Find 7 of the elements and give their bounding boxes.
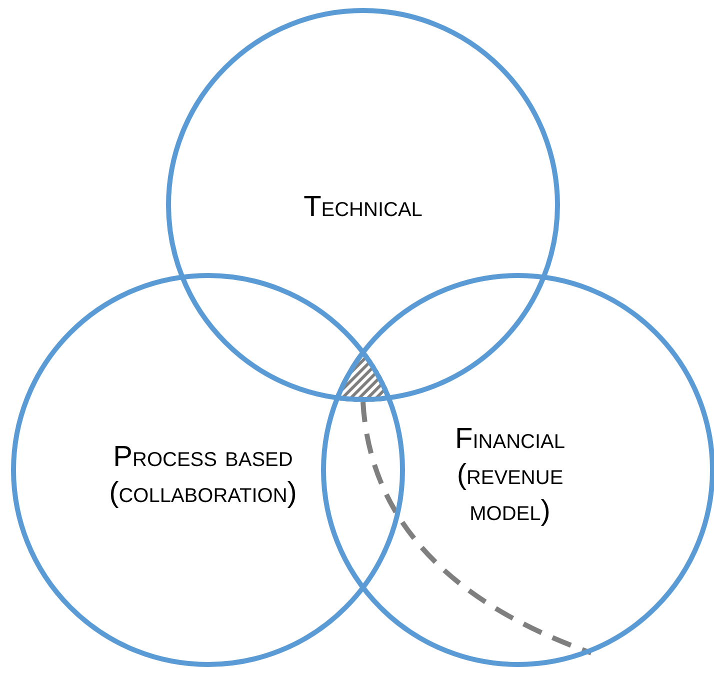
- circle-label: Technical: [304, 190, 422, 225]
- venn-circle: [11, 273, 405, 667]
- circle-label: Process based (collaboration): [108, 440, 298, 511]
- venn-circle: [166, 8, 560, 402]
- leader-line: [360, 402, 592, 656]
- circle-label: Financial (revenue model): [454, 422, 566, 530]
- venn-circle: [321, 273, 714, 667]
